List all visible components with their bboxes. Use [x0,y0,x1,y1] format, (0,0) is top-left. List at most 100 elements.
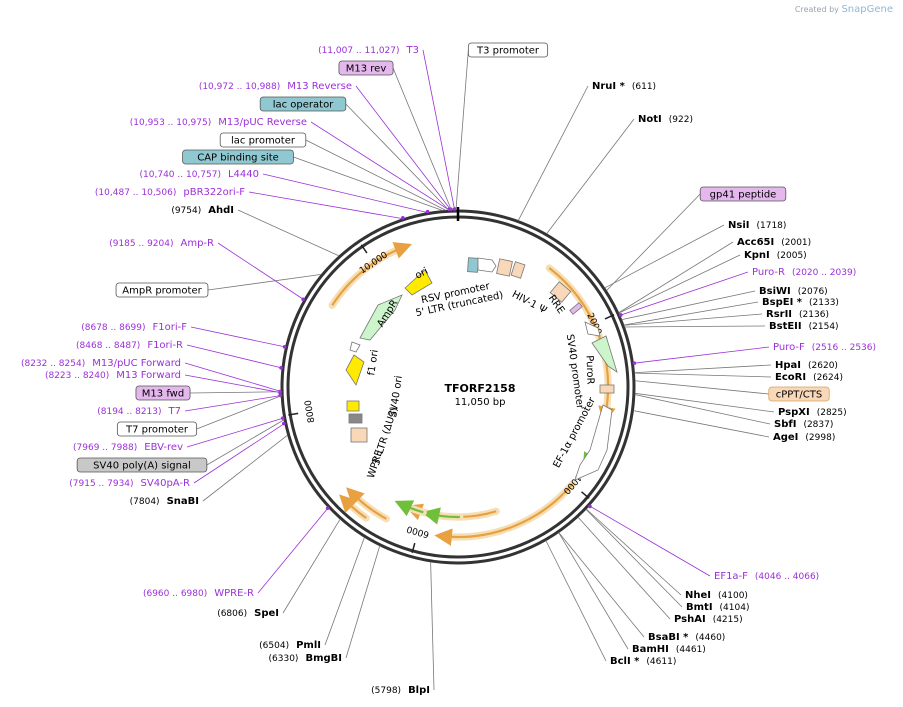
leader-lines [184,49,775,691]
credit-brand: SnapGene [841,4,893,15]
primer-name: Puro-R [752,267,785,278]
leader-line [345,103,450,211]
enzyme-label-blpi: (5798)BlpI [371,685,430,696]
enzyme-name: SnaBI [167,496,199,507]
snapgene-credit: Created by SnapGene [795,4,893,15]
primer-range: (11,007 .. 11,027) [318,46,399,56]
boxed-label-box [115,282,209,298]
leader-line [282,518,341,614]
site-labels: NruI *(611)NotI(922)NsiI(1718)Acc65I(200… [21,42,876,696]
puror-arrow [591,335,618,373]
leader-line [206,419,285,466]
primer-range: (10,740 .. 10,757) [140,170,221,180]
enzyme-position: (4461) [676,645,706,655]
boxed-label-sv40-poly-a-signal: SV40 poly(A) signal [76,457,208,473]
enzyme-name: PmlI [296,640,321,651]
rre-block [549,281,572,303]
enzyme-position: (2154) [809,322,839,332]
primer-name: M13/pUC Forward [92,358,181,369]
enzyme-name: PspXI [778,407,810,418]
leader-line [186,344,283,369]
boxed-label-box [135,385,191,401]
feature-label-sv40-promoter: SV40 promoter [564,334,586,411]
leader-line [633,410,770,438]
primer-range: (10,487 .. 10,506) [95,188,176,198]
leader-line [310,121,450,211]
boxed-label-text: AmpR promoter [122,286,202,297]
tick-mark [360,244,368,254]
enzyme-name: NheI [685,590,711,601]
feature-arcs [328,242,616,546]
green-arc-a [421,507,460,525]
enzyme-label-hpai: HpaI(2620) [775,360,838,371]
boxed-label-m13-fwd: M13 fwd [135,385,191,401]
enzyme-position: (9754) [171,206,201,216]
tick-label: 8000 [304,399,318,423]
enzyme-label-bcli: BclI *(4611) [610,656,676,667]
enzyme-label-bamhi: BamHI(4461) [632,644,706,655]
primer-marker [301,297,305,302]
primer-marker [618,313,623,317]
primer-marker [282,345,287,349]
ltr3-block [350,427,368,443]
enzyme-label-agei: AgeI(2998) [773,432,835,443]
primer-label-m13-reverse: (10,972 .. 10,988)M13 Reverse [199,81,352,92]
enzyme-label-nsii: NsiI(1718) [728,220,786,231]
primer-name: M13 Forward [116,370,181,381]
vector-arc-e-halo [328,243,408,309]
leader-line [184,362,282,392]
boxed-label-text: lac operator [273,100,334,111]
enzyme-position: (2825) [817,408,847,418]
leader-line [430,561,435,691]
primer-marker [452,207,457,211]
leader-line [422,49,456,211]
enzyme-name: NsiI [728,220,749,231]
enzyme-name: RsrII [766,309,792,320]
ampr-arrow [359,294,403,341]
boxed-label-text: CAP binding site [197,153,279,164]
primer-label-ebv-rev: (7969 .. 7988)EBV-rev [73,442,183,453]
leader-line [558,532,645,638]
primer-label-f1ori-r: (8468 .. 8487)F1ori-R [76,340,183,351]
enzyme-position: (6330) [269,654,299,664]
enzyme-label-bspei: BspEI *(2133) [762,297,839,308]
feature-label-f1-ori: f1 ori [366,349,381,376]
enzyme-label-kpni: KpnI(2005) [744,250,807,261]
enzyme-position: (4104) [720,603,750,613]
enzyme-position: (611) [632,82,656,92]
primer-label-amp-r: (9185 .. 9204)Amp-R [109,238,214,249]
psi-block [510,261,526,279]
leader-line [190,391,282,394]
enzyme-name: EcoRI [775,372,806,383]
sv40-promoter-arrow [584,321,601,337]
leader-line [262,173,428,213]
boxed-label-text: cPPT/CTS [776,390,822,401]
enzyme-name: BstEII [769,321,802,332]
leader-line [624,325,766,328]
primer-marker [325,506,330,511]
leader-line [558,532,629,650]
primer-name: T7 [168,406,181,417]
primer-label-m13-forward: (8223 .. 8240) M13 Forward [45,370,181,381]
primer-name: pBR322ori-F [183,187,245,198]
leader-line [217,242,305,301]
enzyme-position: (6806) [217,609,247,619]
enzyme-position: (2076) [798,287,828,297]
primer-range: (10,972 .. 10,988) [199,82,280,92]
boxed-label-box [76,457,208,473]
leader-line [257,507,329,594]
cppt-block [599,384,615,394]
primer-name: F1ori-F [153,322,188,333]
ampr-promoter-arrow [349,341,361,353]
enzyme-position: (2001) [781,238,811,248]
enzyme-label-bsteii: BstEII (2154) [769,321,839,332]
primer-marker [588,504,592,509]
ori-arrow [404,269,433,296]
primer-marker [425,209,430,214]
primer-range: (8223 .. 8240) [45,371,109,381]
enzyme-name: BmgBI [305,653,342,664]
vector-arc-d [339,494,367,519]
primer-name: Puro-F [773,342,805,353]
primer-label-m13-puc-forward: (8232 .. 8254)M13/pUC Forward [21,358,181,369]
primer-name: EBV-rev [144,442,183,453]
